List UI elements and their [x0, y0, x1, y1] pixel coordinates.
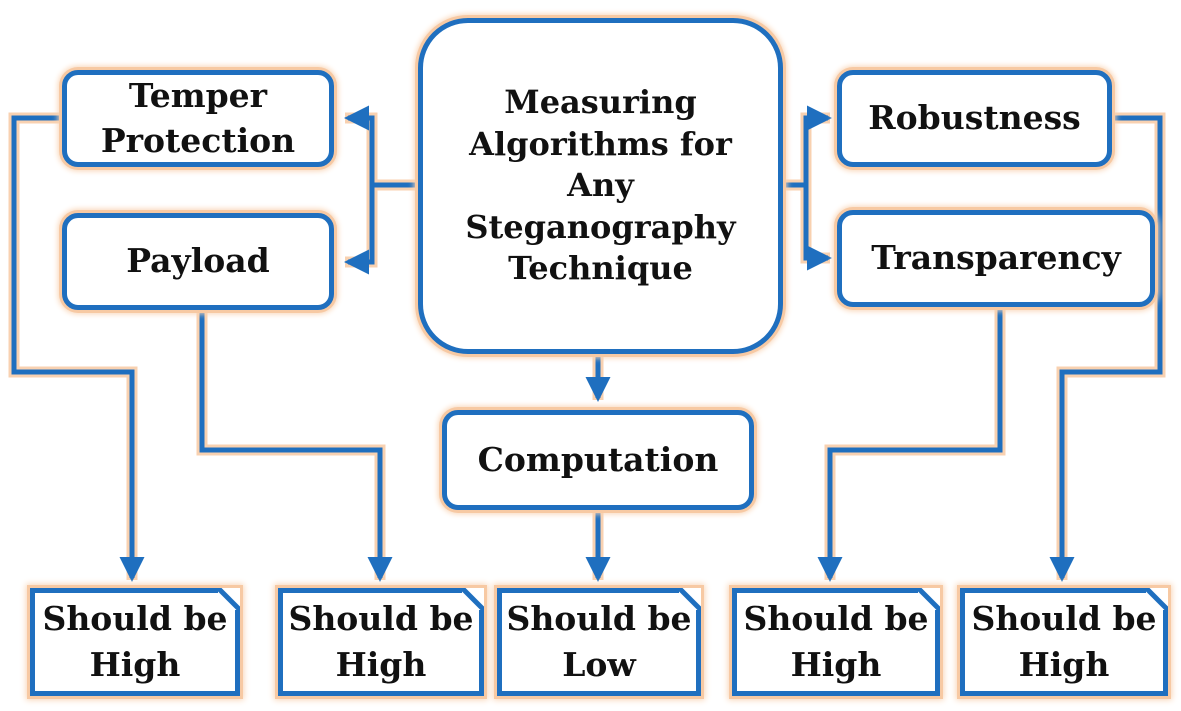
arrow-to-temper-protection [343, 105, 418, 188]
arrow-to-payload [343, 185, 375, 275]
center-line: Any [567, 166, 634, 205]
center-line: Measuring [504, 83, 697, 122]
outcome-label: be Low [562, 599, 692, 684]
robustness-node: Robustness [837, 70, 1112, 167]
folded-corner [462, 588, 484, 610]
folded-corner [218, 588, 240, 610]
node-label: Robustness [868, 98, 1081, 138]
outcome-note-robustness: Should be High [960, 588, 1168, 696]
node-label: Transparency [871, 238, 1121, 278]
node-label: Protection [100, 120, 296, 160]
arrow-temper-to-outcome [11, 115, 145, 583]
outcome-label: Should [42, 599, 172, 639]
outcome-note-transparency: Should be High [732, 588, 940, 696]
arrow-transparency-to-outcome [817, 305, 1003, 583]
outcome-note-computation: Should be Low [497, 588, 701, 696]
outcome-label: be High [790, 599, 929, 684]
outcome-label: Should [288, 599, 418, 639]
outcome-note-payload: Should be High [278, 588, 484, 696]
arrow-payload-to-outcome [199, 305, 393, 583]
payload-node: Payload [62, 213, 334, 310]
center-line: Technique [508, 249, 693, 288]
arrow-robustness-to-outcome [1049, 115, 1163, 583]
center-node: Measuring Algorithms for Any Steganograp… [418, 18, 783, 354]
outcome-label: Should [743, 599, 873, 639]
outcome-label: be High [89, 599, 228, 684]
outcome-label: Should [506, 599, 636, 639]
outcome-label: be High [335, 599, 474, 684]
folded-corner [1146, 588, 1168, 610]
folded-corner [918, 588, 940, 610]
outcome-note-temper-protection: Should be High [30, 588, 240, 696]
computation-node: Computation [442, 410, 754, 510]
temper-protection-node: Temper Protection [62, 70, 334, 167]
arrow-to-transparency [803, 185, 833, 271]
center-line: Algorithms for [469, 124, 732, 163]
outcome-label: Should [971, 599, 1101, 639]
node-label: Payload [126, 241, 270, 281]
node-label: Temper [128, 75, 268, 115]
transparency-node: Transparency [837, 210, 1155, 307]
outcome-label: be High [1018, 599, 1157, 684]
arrow-to-robustness [783, 105, 833, 188]
node-label: Computation [477, 439, 719, 479]
folded-corner [679, 588, 701, 610]
center-line: Steganography [465, 207, 736, 246]
